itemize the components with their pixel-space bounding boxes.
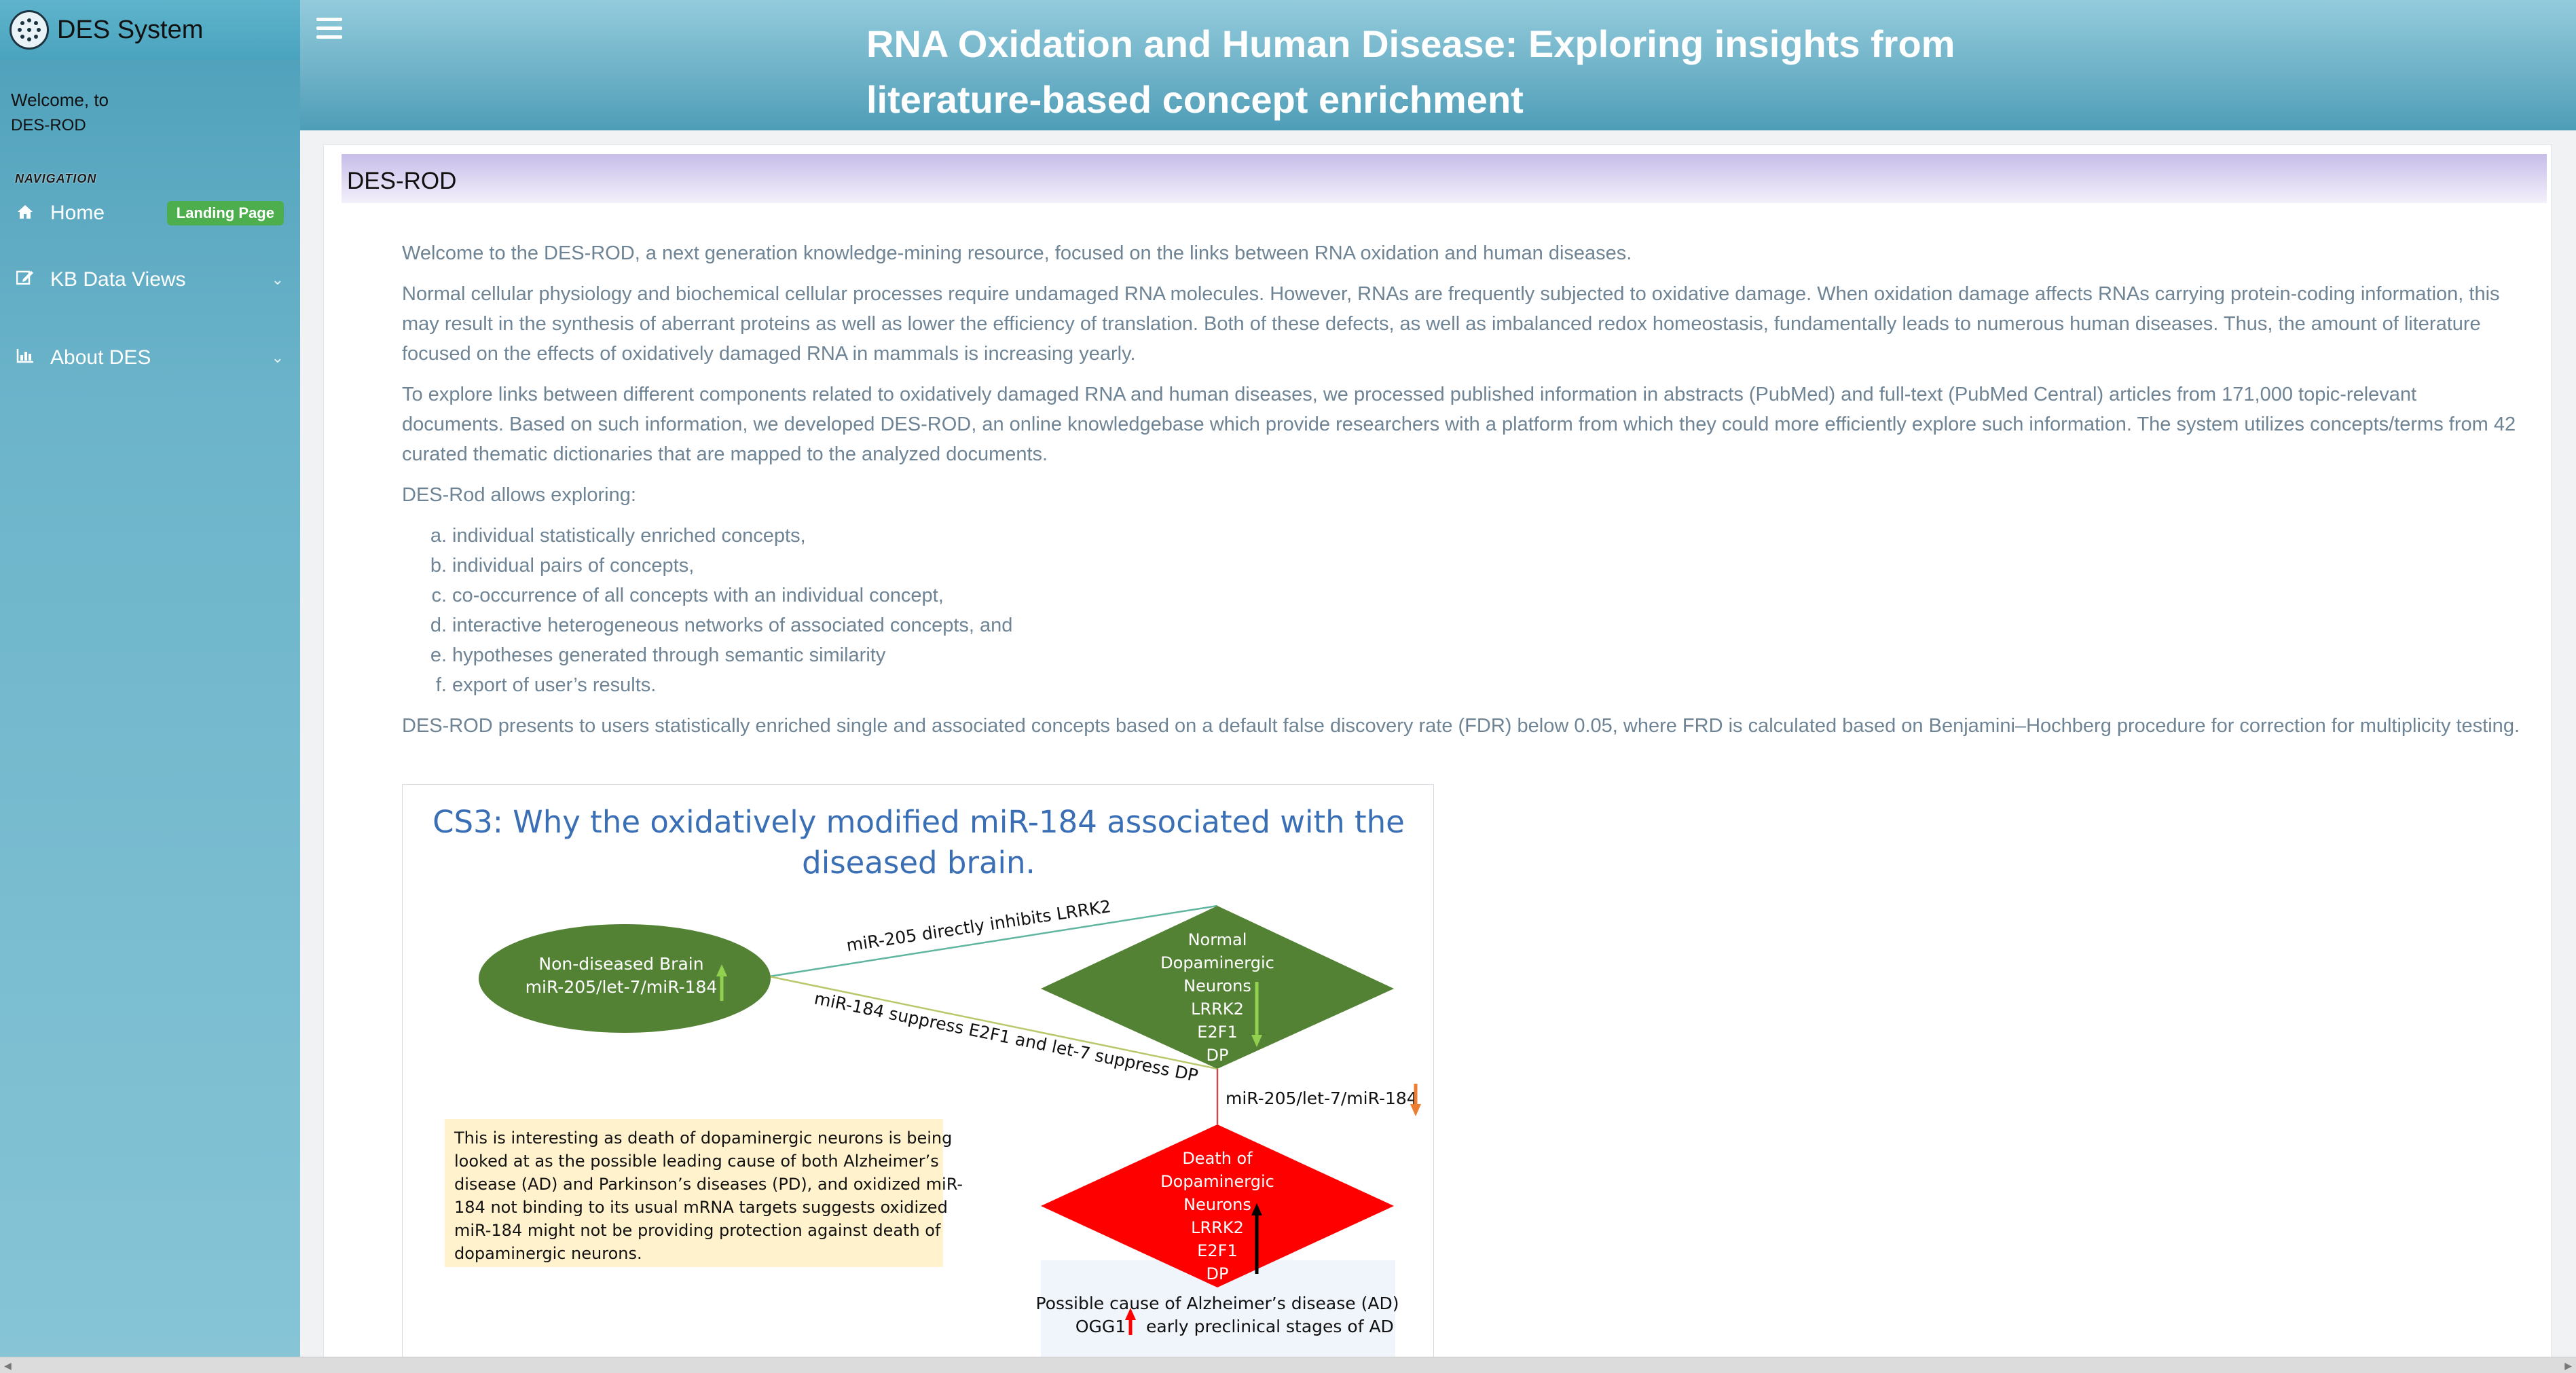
note-line: looked at as the possible leading cause … [454,1152,939,1171]
scroll-left-icon[interactable]: ◀ [4,1360,12,1371]
section-title: DES-ROD [347,168,457,194]
edge-line-bottom [769,975,1218,1070]
list-item: f.export of user’s results. [422,670,2520,700]
top-header: RNA Oxidation and Human Disease: Explori… [300,0,2576,130]
list-item: a.individual statistically enriched conc… [422,521,2520,551]
brand[interactable]: DES System [0,0,300,60]
list-marker: b. [430,555,447,576]
chevron-down-icon: ⌄ [271,270,284,288]
list-item: b.individual pairs of concepts, [422,551,2520,581]
red-node-line: Death of [1182,1149,1253,1168]
note-line: 184 not binding to its usual mRNA target… [454,1198,948,1217]
vertical-edge-label: miR-205/let-7/miR-184 [1226,1088,1418,1108]
page-title-line-1: RNA Oxidation and Human Disease: Explori… [866,22,1955,65]
list-item: d.interactive heterogeneous networks of … [422,610,2520,640]
edge-label-top: miR-205 directly inhibits LRRK2 [845,896,1113,955]
green-node-line: Dopaminergic [1160,953,1274,972]
non-diseased-brain-node [479,924,771,1033]
red-node-line: Neurons [1183,1195,1251,1214]
list-marker: a. [430,525,447,547]
home-icon [15,203,35,224]
green-node-line: DP [1207,1046,1229,1065]
intro-paragraph: Normal cellular physiology and biochemic… [402,283,2500,365]
note-line: disease (AD) and Parkinson’s diseases (P… [454,1175,963,1194]
intro-content: Welcome to the DES-ROD, a next generatio… [402,238,2520,752]
sidebar-item-label: Home [50,202,105,224]
menu-toggle-icon[interactable] [316,18,342,41]
ellipse-label-2: miR-205/let-7/miR-184 [526,977,718,997]
list-item: e.hypotheses generated through semantic … [422,640,2520,670]
list-marker: c. [431,585,447,606]
scroll-right-icon[interactable]: ▶ [2564,1360,2572,1371]
list-marker: d. [430,615,447,636]
nav-header: NAVIGATION [15,172,97,185]
list-marker: f. [435,674,447,696]
des-logo-icon [10,10,49,50]
fdr-paragraph: DES-ROD presents to users statistically … [402,715,2520,737]
sidebar-item-kb-data-views[interactable]: KB Data Views ⌄ [0,240,300,318]
note-line: dopaminergic neurons. [454,1244,642,1263]
horizontal-scrollbar[interactable]: ◀ ▶ [0,1357,2576,1373]
list-item-text: interactive heterogeneous networks of as… [452,615,1013,636]
ellipse-label-1: Non-diseased Brain [538,954,703,974]
list-item: c.co-occurrence of all concepts with an … [422,581,2520,610]
sidebar-item-label: KB Data Views [50,268,186,291]
sidebar: DES System Welcome, to DES-ROD NAVIGATIO… [0,0,300,1358]
figure-title-line-1: CS3: Why the oxidatively modified miR-18… [433,804,1405,840]
bar-chart-icon [15,347,35,368]
green-node-line: LRRK2 [1191,1000,1244,1019]
sidebar-item-about-des[interactable]: About DES ⌄ [0,318,300,397]
list-item-text: individual statistically enriched concep… [452,525,806,547]
note-line: This is interesting as death of dopamine… [454,1129,952,1148]
sidebar-item-label: About DES [50,346,151,369]
arrow-up-icon [716,964,727,1001]
list-marker: e. [430,644,447,666]
normal-neurons-node [1041,906,1394,1069]
arrow-up-red-icon [1125,1308,1136,1335]
edit-icon [15,269,35,290]
caption-ogg1: OGG1 [1075,1317,1126,1336]
landing-page-badge: Landing Page [166,201,284,225]
arrow-down-orange-icon [1410,1084,1421,1116]
page-title: RNA Oxidation and Human Disease: Explori… [866,16,2089,128]
list-item-text: export of user’s results. [452,674,657,696]
red-node-line: Dopaminergic [1160,1172,1274,1191]
chevron-down-icon: ⌄ [271,348,284,366]
figure-title-line-2: diseased brain. [802,845,1035,881]
welcome-block: Welcome, to DES-ROD [0,60,300,135]
welcome-text: Welcome, to [11,90,109,110]
list-item-text: hypotheses generated through semantic si… [452,644,886,666]
green-node-line: Neurons [1183,976,1251,995]
intro-paragraph: To explore links between different compo… [402,384,2516,465]
section-header: DES-ROD [342,154,2547,203]
arrow-down-icon [1251,982,1262,1047]
intro-paragraph: Welcome to the DES-ROD, a next generatio… [402,242,1632,264]
features-list: a.individual statistically enriched conc… [422,521,2520,700]
case-study-figure: CS3: Why the oxidatively modified miR-18… [402,784,1434,1368]
death-of-neurons-node [1041,1124,1394,1287]
welcome-app-name: DES-ROD [11,116,86,134]
intro-paragraph: DES-Rod allows exploring: [402,484,636,506]
arrow-up-black-icon [1251,1203,1262,1274]
caption-line-1: Possible cause of Alzheimer’s disease (A… [1036,1294,1399,1313]
edge-line-top [769,904,1218,978]
main-panel: DES-ROD Welcome to the DES-ROD, a next g… [323,144,2552,1368]
note-box [445,1119,943,1267]
red-node-line: E2F1 [1197,1241,1238,1260]
sidebar-item-home[interactable]: Home Landing Page [0,186,300,240]
green-node-line: Normal [1188,930,1247,949]
red-node-line: LRRK2 [1191,1218,1244,1237]
caption-line-2: early preclinical stages of AD [1146,1317,1394,1336]
red-node-line: DP [1207,1264,1229,1283]
list-item-text: individual pairs of concepts, [452,555,695,576]
page-title-line-2: literature-based concept enrichment [866,78,1524,121]
note-line: miR-184 might not be providing protectio… [454,1221,941,1240]
list-item-text: co-occurrence of all concepts with an in… [452,585,944,606]
brand-title: DES System [57,15,204,44]
green-node-line: E2F1 [1197,1023,1238,1042]
